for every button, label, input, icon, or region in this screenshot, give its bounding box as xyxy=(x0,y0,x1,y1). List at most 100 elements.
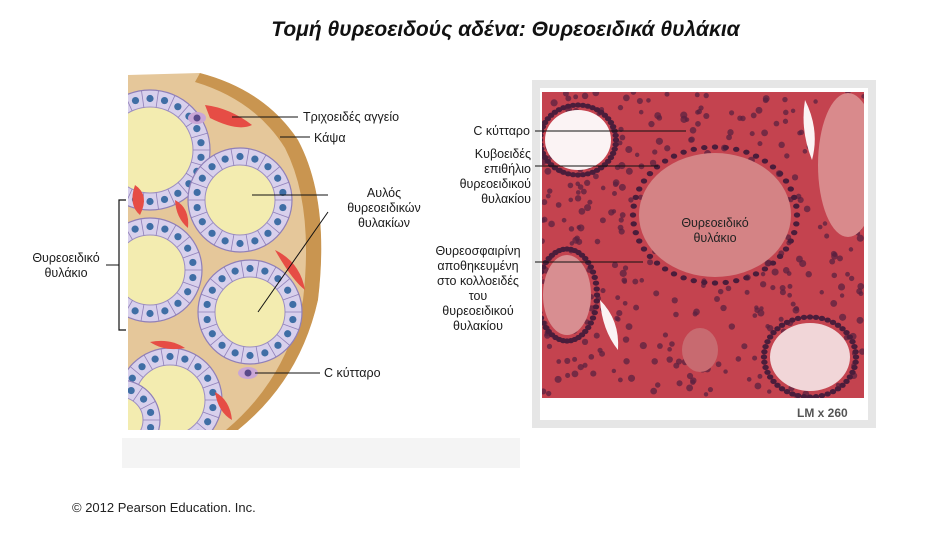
cell-nucleus xyxy=(95,154,102,161)
epithelial-nucleus xyxy=(806,314,814,320)
micro-nucleus xyxy=(792,306,800,314)
micro-nucleus xyxy=(639,342,647,350)
epithelial-nucleus xyxy=(776,253,784,259)
cell-nucleus xyxy=(209,403,217,412)
micro-nucleus xyxy=(741,343,748,350)
follicle-bracket xyxy=(118,199,126,331)
cell-nucleus xyxy=(146,197,154,206)
epithelial-nucleus xyxy=(743,275,750,281)
cell-nucleus xyxy=(100,125,107,132)
cell-border xyxy=(167,224,177,240)
epithelial-nucleus xyxy=(778,386,786,392)
micro-nucleus xyxy=(802,149,808,154)
epithelial-nucleus xyxy=(630,221,637,227)
epithelial-nucleus xyxy=(770,330,777,336)
epithelium-nuclei xyxy=(542,102,860,398)
micro-nucleus xyxy=(689,126,697,134)
epithelial-nucleus xyxy=(661,266,669,272)
micro-nucleus xyxy=(778,316,784,322)
micro-nucleus xyxy=(857,282,864,290)
cell-border xyxy=(196,366,211,378)
epithelial-nucleus xyxy=(849,369,856,375)
micro-epithelium-label: Κυβοειδές επιθήλιο θυρεοειδικού θυλακίου xyxy=(459,147,531,206)
micrograph-image xyxy=(542,92,864,398)
epithelial-nucleus xyxy=(582,255,589,262)
micro-nucleus xyxy=(582,362,588,368)
micro-nucleus xyxy=(592,92,600,97)
micro-nucleus xyxy=(703,392,709,397)
micro-nucleus xyxy=(594,238,601,245)
micro-nucleus xyxy=(636,97,643,105)
cell-nucleus xyxy=(236,239,244,248)
micro-nucleus xyxy=(839,293,845,298)
epithelial-nucleus xyxy=(574,102,582,108)
micro-nucleus xyxy=(646,98,651,103)
follicle-lumen xyxy=(128,106,194,194)
micro-nucleus xyxy=(703,112,710,120)
micro-nucleus xyxy=(622,300,628,306)
micro-nucleus xyxy=(600,287,606,294)
epithelial-nucleus xyxy=(636,186,643,192)
micro-nucleus xyxy=(545,193,551,199)
micro-nucleus xyxy=(848,247,854,252)
epithelial-nucleus xyxy=(824,391,831,397)
cell-border xyxy=(106,383,112,399)
micro-nucleus xyxy=(848,275,855,282)
micro-nucleus xyxy=(575,190,581,195)
micro-nucleus xyxy=(735,356,742,362)
cell-border xyxy=(110,237,123,248)
diagram-shadow xyxy=(122,438,520,468)
micro-nucleus xyxy=(617,377,623,383)
micro-nucleus xyxy=(831,272,838,279)
cell-nucleus xyxy=(99,442,106,449)
epithelial-nucleus xyxy=(661,158,669,164)
micro-nucleus xyxy=(797,196,804,204)
micro-nucleus xyxy=(750,112,757,119)
micro-nucleus xyxy=(796,255,803,263)
follicle-lumen xyxy=(214,276,286,348)
cell-border xyxy=(191,132,208,139)
micro-nucleus xyxy=(757,141,763,147)
micro-nucleus xyxy=(622,279,628,284)
micro-nucleus xyxy=(760,281,767,288)
epithelial-nucleus xyxy=(542,150,547,156)
cell-border xyxy=(199,166,214,178)
micro-nucleus xyxy=(671,297,678,304)
capillary-label: Τριχοειδές αγγείο xyxy=(303,110,400,124)
micro-nucleus xyxy=(639,278,645,283)
epithelial-nucleus xyxy=(793,221,800,227)
page-title: Τομή θυρεοειδούς αδένα: Θυρεοειδικά θυλά… xyxy=(271,18,740,41)
cell-border xyxy=(128,95,133,112)
cell-border xyxy=(267,342,277,358)
micro-nucleus xyxy=(759,306,764,311)
epithelial-nucleus xyxy=(769,164,777,170)
micro-nucleus xyxy=(749,131,755,137)
cell-nucleus xyxy=(138,429,146,430)
micro-nucleus xyxy=(580,188,587,195)
epithelial-nucleus xyxy=(818,393,826,398)
cell-nucleus xyxy=(107,180,114,187)
cell-nucleus xyxy=(208,330,216,338)
micro-nucleus xyxy=(622,336,630,343)
epithelial-nucleus xyxy=(609,124,617,130)
empty-space xyxy=(545,110,611,170)
cell-border xyxy=(202,411,220,419)
micro-nucleus xyxy=(588,354,595,360)
epithelial-nucleus xyxy=(585,324,592,331)
cell-nucleus xyxy=(218,275,226,283)
micro-nucleus xyxy=(544,167,552,175)
cell-nucleus xyxy=(289,300,297,309)
epithelial-nucleus xyxy=(852,349,859,355)
cell-nucleus xyxy=(146,309,154,318)
micro-nucleus xyxy=(554,375,562,383)
epithelial-nucleus xyxy=(774,326,781,332)
micro-nucleus xyxy=(619,269,627,277)
follicle-lumen xyxy=(204,164,276,236)
micro-nucleus xyxy=(573,94,579,100)
cell-border xyxy=(272,181,290,189)
cell-nucleus xyxy=(264,229,272,237)
micro-nucleus xyxy=(791,174,799,181)
micro-nucleus xyxy=(630,92,637,95)
cell-border xyxy=(140,218,145,236)
epithelial-nucleus xyxy=(789,391,796,397)
